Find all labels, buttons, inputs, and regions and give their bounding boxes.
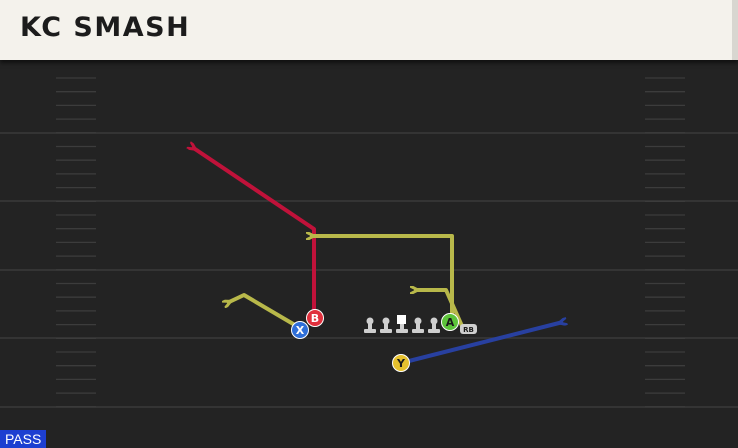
play-header: KC SMASH <box>0 0 738 60</box>
player-y-label: Y <box>396 357 406 370</box>
yard-lines <box>0 132 738 408</box>
player-rb-label: RB <box>463 326 474 334</box>
player-y[interactable]: Y <box>392 354 410 372</box>
route-b <box>192 147 316 318</box>
routes <box>192 147 563 365</box>
route-x <box>227 293 302 330</box>
hash-marks <box>56 77 685 408</box>
route-a-deep <box>310 236 454 318</box>
player-x-label: X <box>296 324 305 337</box>
lineman-lg <box>380 317 392 333</box>
play-title: KC SMASH <box>20 12 191 43</box>
player-b[interactable]: B <box>306 309 324 327</box>
player-a[interactable]: A <box>441 313 459 331</box>
lineman-lt <box>364 317 376 333</box>
center <box>396 315 408 333</box>
lineman-rg <box>412 317 424 333</box>
play-type-badge: PASS <box>0 430 47 448</box>
playbook-field <box>0 60 738 448</box>
header-edge <box>732 0 738 60</box>
offensive-line <box>364 315 440 333</box>
player-x[interactable]: X <box>291 321 309 339</box>
player-b-label: B <box>311 312 319 325</box>
player-rb[interactable]: RB <box>460 324 477 334</box>
route-rb <box>414 290 464 327</box>
route-y <box>400 322 563 365</box>
player-a-label: A <box>446 316 455 329</box>
lineman-rt <box>428 317 440 333</box>
